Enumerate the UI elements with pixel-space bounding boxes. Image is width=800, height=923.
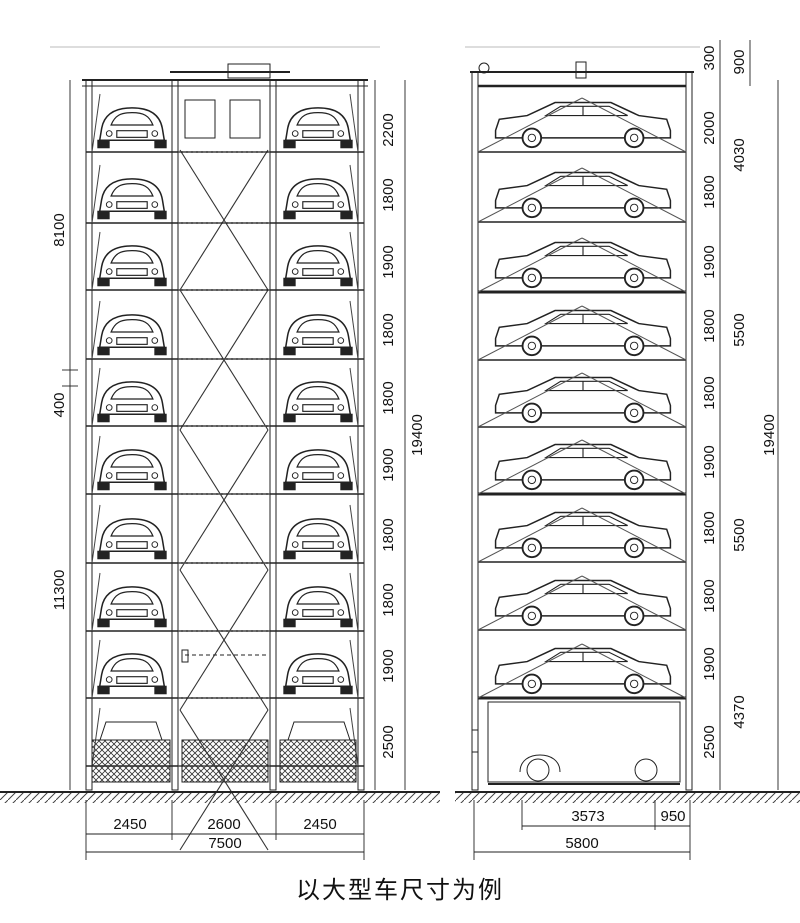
front-total-width: 7500 — [208, 835, 241, 852]
side-level-dim-6: 1900 — [701, 445, 718, 478]
car-side — [494, 579, 672, 627]
ground-lines — [0, 791, 800, 803]
car-side — [494, 101, 672, 149]
front-left-dim-gap: 400 — [51, 392, 68, 417]
car-front-right — [283, 449, 353, 491]
side-top-dim-300: 300 — [701, 45, 718, 70]
side-view — [465, 46, 700, 791]
side-level-dim-2: 1800 — [701, 175, 718, 208]
car-front-right — [283, 653, 353, 695]
car-front-left — [97, 107, 167, 149]
caption: 以大型车尺寸为例 — [296, 876, 504, 904]
car-front-right — [283, 314, 353, 356]
front-level-dim-5: 1800 — [380, 381, 397, 414]
side-level-dim-8: 1800 — [701, 579, 718, 612]
car-front-left — [97, 449, 167, 491]
front-level-dim-6: 1900 — [380, 448, 397, 481]
front-view — [50, 46, 380, 851]
side-group-dim-3: 5500 — [731, 518, 748, 551]
front-level-dim-10: 2500 — [380, 725, 397, 758]
car-side — [494, 171, 672, 219]
car-side — [494, 241, 672, 289]
car-front-left — [97, 653, 167, 695]
side-level-dim-7: 1800 — [701, 511, 718, 544]
side-level-dim-9: 1900 — [701, 647, 718, 680]
front-level-dim-9: 1900 — [380, 649, 397, 682]
car-side — [494, 647, 672, 695]
side-group-dim-4: 4370 — [731, 695, 748, 728]
front-width-right: 2450 — [303, 816, 336, 833]
front-total-height: 19400 — [409, 414, 426, 456]
parking-tower-drawing: 2200 1800 1900 1800 1800 1900 1800 1800 … — [0, 40, 800, 860]
side-group-dim-1: 4030 — [731, 138, 748, 171]
car-front-left — [97, 518, 167, 560]
side-level-dim-4: 1800 — [701, 309, 718, 342]
front-width-center: 2600 — [207, 816, 240, 833]
car-side — [494, 511, 672, 559]
car-front-right — [283, 107, 353, 149]
side-top-dim-900: 900 — [731, 49, 748, 74]
side-bottom-dim-950: 950 — [660, 808, 685, 825]
side-total-width: 5800 — [565, 835, 598, 852]
side-level-dim-3: 1900 — [701, 245, 718, 278]
front-level-dim-1: 2200 — [380, 113, 397, 146]
side-level-dim-10: 2500 — [701, 725, 718, 758]
side-total-height: 19400 — [761, 414, 778, 456]
side-dimensions — [473, 40, 779, 860]
car-front-left — [97, 314, 167, 356]
front-level-dim-4: 1800 — [380, 313, 397, 346]
car-front-right — [283, 178, 353, 220]
front-left-dim-lower: 11300 — [51, 570, 68, 611]
front-left-dim-upper: 8100 — [51, 213, 68, 246]
car-front-right — [283, 518, 353, 560]
side-level-dim-1: 2000 — [701, 111, 718, 144]
car-front-left — [97, 586, 167, 628]
car-side — [494, 443, 672, 491]
car-front-right — [283, 245, 353, 287]
side-bottom-dim-3573: 3573 — [571, 808, 604, 825]
car-side — [494, 376, 672, 424]
front-width-left: 2450 — [113, 816, 146, 833]
front-dimensions — [62, 80, 406, 860]
side-group-dim-2: 5500 — [731, 313, 748, 346]
front-level-dim-2: 1800 — [380, 178, 397, 211]
car-front-left — [97, 178, 167, 220]
side-level-dim-5: 1800 — [701, 376, 718, 409]
car-side — [494, 309, 672, 357]
front-level-dim-8: 1800 — [380, 583, 397, 616]
car-front-right — [283, 381, 353, 423]
car-front-left — [97, 245, 167, 287]
car-front-left — [97, 381, 167, 423]
front-level-dim-7: 1800 — [380, 518, 397, 551]
front-level-dim-3: 1900 — [380, 245, 397, 278]
car-front-right — [283, 586, 353, 628]
